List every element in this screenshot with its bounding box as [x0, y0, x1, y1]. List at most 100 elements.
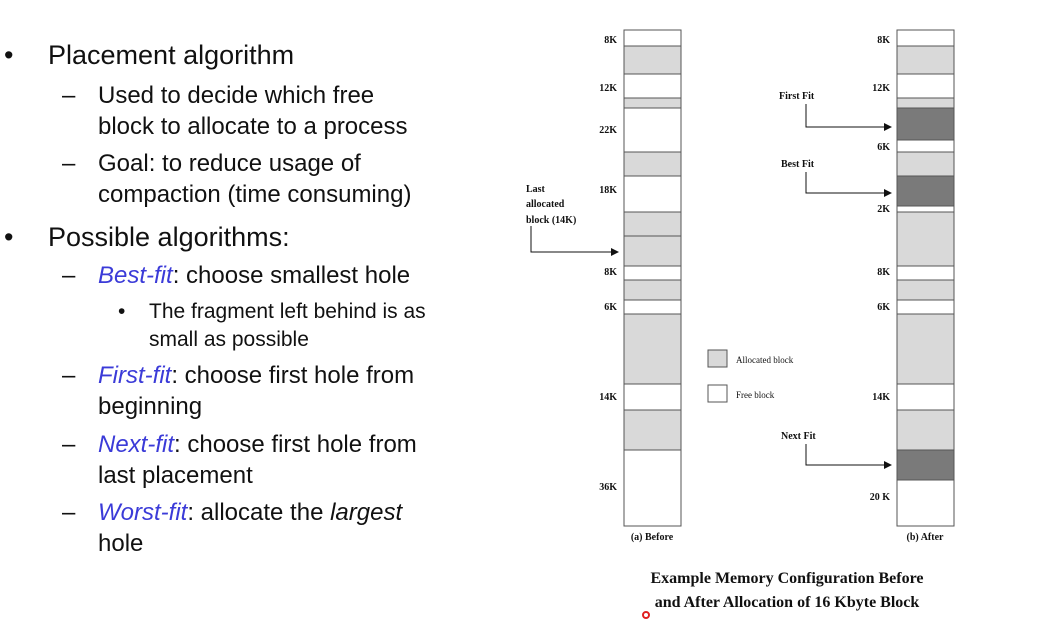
size-label: 14K — [872, 392, 890, 403]
size-label: 12K — [599, 83, 617, 94]
allocated-block — [896, 151, 955, 177]
dash-marker: – — [62, 82, 76, 109]
after-column — [896, 29, 955, 527]
allocated-block — [896, 211, 955, 267]
arrow — [805, 104, 892, 131]
size-label: 6K — [877, 142, 890, 153]
free-block — [896, 73, 955, 99]
dash-marker: – — [62, 262, 76, 289]
allocated-block — [623, 313, 682, 385]
free-block — [623, 299, 682, 315]
free-block — [896, 29, 955, 47]
first-fit-term: First-fit — [98, 362, 172, 389]
worst-fit-item: Worst-fit: allocate the largest — [98, 499, 403, 526]
first-fit-pointer: First Fit — [779, 91, 892, 131]
best-fit-pointer: Best Fit — [781, 159, 892, 197]
svg-text:Next Fit: Next Fit — [781, 431, 816, 442]
free-block — [623, 449, 682, 527]
svg-text:First Fit: First Fit — [779, 91, 815, 102]
bullet-text: The fragment left behind is as — [149, 300, 426, 323]
bullet-marker: • — [4, 222, 14, 252]
size-label: 12K — [872, 83, 890, 94]
allocated-block — [623, 211, 682, 237]
next-fit-item: Next-fit: choose first hole from — [98, 431, 417, 458]
dash-marker: – — [62, 431, 76, 458]
before-caption: (a) Before — [631, 532, 674, 543]
size-label: 6K — [877, 302, 890, 313]
size-label: 8K — [877, 35, 890, 46]
new-block-first-fit — [896, 107, 955, 141]
allocated-block — [623, 279, 682, 301]
size-label: 14K — [599, 392, 617, 403]
next-fit-pointer: Next Fit — [781, 431, 892, 469]
bullet-text: Possible algorithms: — [48, 222, 290, 252]
before-size-labels: 8K 12K 22K 18K 8K 6K 14K 36K — [599, 35, 617, 493]
best-fit-item: Best-fit: choose smallest hole — [98, 262, 411, 289]
bullet-text: Placement algorithm — [48, 40, 295, 70]
svg-text:Best Fit: Best Fit — [781, 159, 815, 170]
free-block — [623, 73, 682, 99]
dash-marker: – — [62, 362, 76, 389]
arrow — [805, 172, 892, 197]
allocated-block — [623, 97, 682, 109]
bullet-text: last placement — [98, 462, 253, 489]
bullet-marker: • — [4, 40, 14, 70]
free-block — [896, 205, 955, 213]
dash-marker: – — [62, 499, 76, 526]
bullet-text: Used to decide which free — [98, 82, 375, 109]
allocated-block — [623, 235, 682, 267]
after-size-labels: 8K 12K 6K 2K 8K 6K 14K 20 K — [870, 35, 891, 503]
svg-text:Last: Last — [526, 184, 546, 195]
size-label: 8K — [604, 267, 617, 278]
allocated-block — [896, 97, 955, 109]
free-block — [623, 107, 682, 153]
new-block-next-fit — [896, 449, 955, 481]
bullet-item: • — [4, 40, 13, 71]
legend-free-label: Free block — [736, 390, 775, 400]
free-block — [623, 175, 682, 213]
first-fit-item: First-fit: choose first hole from — [98, 362, 415, 389]
free-block — [896, 383, 955, 411]
figure-caption-line-1: Example Memory Configuration Before — [651, 570, 924, 587]
allocated-block — [896, 279, 955, 301]
svg-text:block (14K): block (14K) — [526, 215, 576, 226]
cursor-indicator — [642, 611, 650, 619]
after-caption: (b) After — [907, 532, 944, 543]
arrow — [530, 226, 619, 256]
free-block — [896, 299, 955, 315]
size-label: 36K — [599, 482, 617, 493]
size-label: 8K — [604, 35, 617, 46]
free-block — [623, 29, 682, 47]
free-block — [623, 265, 682, 281]
best-fit-term: Best-fit — [98, 262, 173, 289]
allocated-block — [623, 409, 682, 451]
next-fit-term: Next-fit — [98, 431, 175, 458]
free-block — [896, 139, 955, 153]
bullet-text: compaction (time consuming) — [98, 181, 412, 208]
free-block — [896, 265, 955, 281]
legend-allocated-label: Allocated block — [736, 355, 794, 365]
bullet-text: small as possible — [149, 328, 309, 351]
bullet-text: Goal: to reduce usage of — [98, 150, 361, 177]
free-block — [623, 383, 682, 411]
before-column — [623, 29, 682, 527]
size-label: 20 K — [870, 492, 891, 503]
size-label: 18K — [599, 185, 617, 196]
worst-fit-term: Worst-fit — [98, 499, 188, 526]
bullet-text: block to allocate to a process — [98, 113, 408, 140]
size-label: 22K — [599, 125, 617, 136]
size-label: 6K — [604, 302, 617, 313]
legend-allocated-swatch — [707, 349, 728, 368]
legend: Allocated block Free block — [707, 349, 794, 403]
new-block-best-fit — [896, 175, 955, 207]
last-allocated-pointer: Last allocated block (14K) — [526, 184, 619, 256]
allocated-block — [623, 45, 682, 75]
svg-text:allocated: allocated — [526, 199, 565, 210]
bullet-text: beginning — [98, 393, 203, 420]
figure-caption-line-2: and After Allocation of 16 Kbyte Block — [655, 594, 920, 611]
arrow — [805, 444, 892, 469]
size-label: 8K — [877, 267, 890, 278]
dash-marker: – — [62, 150, 76, 177]
allocated-block — [896, 313, 955, 385]
